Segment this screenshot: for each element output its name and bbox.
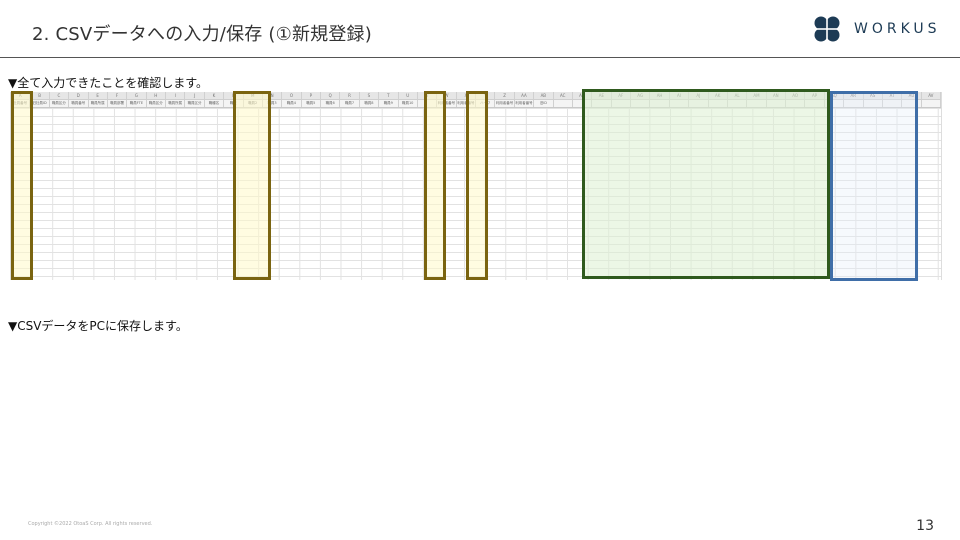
column-letter: T bbox=[379, 92, 399, 99]
copyright-notice: Copyright ©2022 OtoaS Corp. All rights r… bbox=[28, 521, 153, 527]
field-header-cell: 職員所属 bbox=[89, 100, 108, 107]
column-letter: AR bbox=[844, 92, 864, 99]
field-header-cell: 利用者番号 bbox=[437, 100, 457, 107]
column-letter: AQ bbox=[825, 92, 845, 99]
column-letter: P bbox=[302, 92, 321, 99]
field-header-cell: 職員10 bbox=[399, 100, 418, 107]
column-letter: E bbox=[89, 92, 108, 99]
clover-logo-icon bbox=[814, 16, 840, 42]
highlight-columns-aq-au bbox=[830, 91, 918, 281]
column-letter: Z bbox=[495, 92, 515, 99]
field-header-cell bbox=[825, 100, 845, 107]
logo-text: WORKUS bbox=[854, 21, 941, 37]
field-header-cell: 職員所属 bbox=[166, 100, 186, 107]
column-letter: U bbox=[399, 92, 418, 99]
column-letter: B bbox=[30, 92, 50, 99]
column-letter: D bbox=[69, 92, 89, 99]
field-header-cell bbox=[902, 100, 922, 107]
field-header-cell: 職員4 bbox=[282, 100, 302, 107]
column-letter: Q bbox=[321, 92, 341, 99]
field-header-cell: 職員8 bbox=[360, 100, 380, 107]
column-letter: AC bbox=[554, 92, 573, 99]
column-letter: I bbox=[166, 92, 186, 99]
column-letter: R bbox=[340, 92, 360, 99]
field-header-cell bbox=[554, 100, 573, 107]
column-letter: AT bbox=[883, 92, 903, 99]
column-letter: C bbox=[50, 92, 70, 99]
workus-logo: WORKUS bbox=[810, 12, 941, 46]
save-instruction: ▼CSVデータをPCに保存します。 bbox=[8, 319, 188, 333]
field-header-cell: 職員番号 bbox=[69, 100, 89, 107]
field-header-cell bbox=[883, 100, 903, 107]
field-header-cell: 職員区分 bbox=[50, 100, 70, 107]
highlight-columns-ae-ap bbox=[582, 89, 830, 279]
highlight-column-w bbox=[424, 91, 446, 280]
field-header-cell bbox=[922, 100, 941, 107]
column-letter: O bbox=[282, 92, 302, 99]
highlight-column-y bbox=[466, 91, 488, 280]
page-title: 2. CSVデータへの入力/保存 (①新規登録) bbox=[32, 24, 372, 45]
field-header-cell: 旧ID bbox=[534, 100, 554, 107]
field-header-cell bbox=[844, 100, 864, 107]
field-header-cell bbox=[864, 100, 883, 107]
field-header-cell: 利用者番号 bbox=[495, 100, 515, 107]
column-letter: AB bbox=[534, 92, 554, 99]
column-letter: J bbox=[185, 92, 205, 99]
field-header-cell: 職員6 bbox=[321, 100, 341, 107]
field-header-cell: 職員9 bbox=[379, 100, 399, 107]
field-header-cell: 職員区分 bbox=[185, 100, 205, 107]
field-header-cell: 職員3 bbox=[263, 100, 283, 107]
field-header-cell: 職員部署 bbox=[108, 100, 128, 107]
column-letter: W bbox=[437, 92, 457, 99]
title-divider bbox=[0, 57, 960, 58]
column-letter: G bbox=[127, 92, 147, 99]
column-letter: N bbox=[263, 92, 283, 99]
field-header-cell: 職員7 bbox=[340, 100, 360, 107]
column-letter: AU bbox=[902, 92, 922, 99]
column-letter: AA bbox=[515, 92, 535, 99]
field-header-cell: 旧社員ID bbox=[30, 100, 50, 107]
page-number: 13 bbox=[916, 518, 934, 534]
column-letter: H bbox=[147, 92, 166, 99]
column-letter: F bbox=[108, 92, 128, 99]
field-header-cell: 職種名 bbox=[205, 100, 225, 107]
field-header-cell: 職員5 bbox=[302, 100, 321, 107]
column-letter: K bbox=[205, 92, 225, 99]
field-header-cell: 職員区分 bbox=[147, 100, 166, 107]
field-header-cell: 職員FTE bbox=[127, 100, 147, 107]
column-letter: AV bbox=[922, 92, 941, 99]
column-letter: S bbox=[360, 92, 380, 99]
field-header-cell: 利用者番号 bbox=[515, 100, 535, 107]
column-letter: AS bbox=[864, 92, 883, 99]
highlight-column-a bbox=[11, 91, 33, 280]
confirm-instruction: ▼全て入力できたことを確認します。 bbox=[8, 76, 209, 90]
highlight-columns-l-m bbox=[233, 91, 271, 280]
